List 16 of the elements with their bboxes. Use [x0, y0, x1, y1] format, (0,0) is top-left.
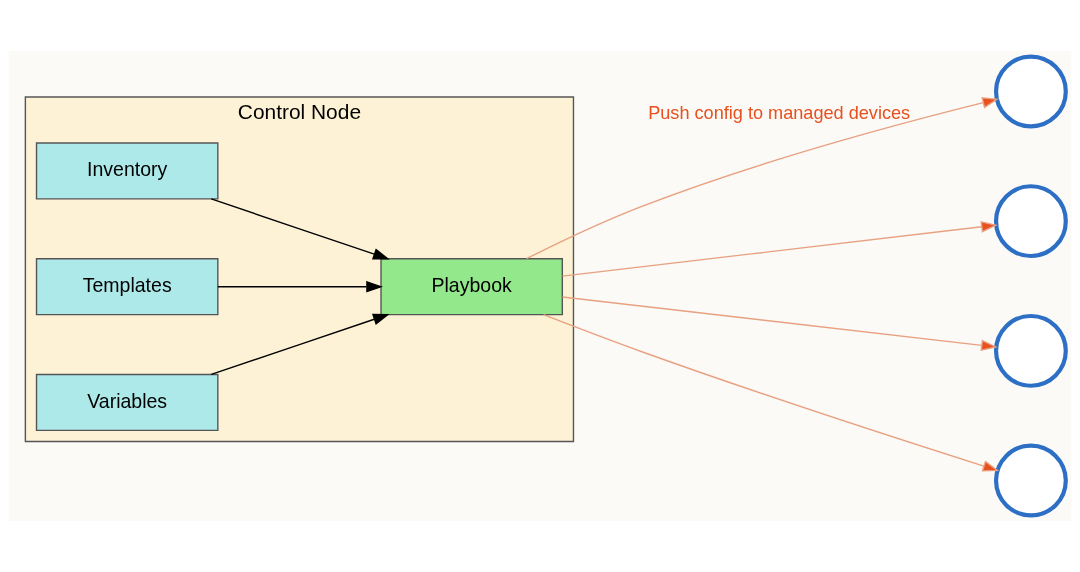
node-box: Templates — [35, 258, 219, 316]
edge-label: Push config to managed devices — [648, 102, 911, 123]
arrow — [542, 314, 1000, 472]
node-circle — [993, 313, 1068, 388]
arrow — [210, 313, 390, 376]
node-box: Variables — [35, 373, 219, 432]
arrow — [210, 198, 390, 260]
node-circle — [993, 443, 1068, 518]
node-circle — [993, 54, 1068, 129]
node-circle — [993, 184, 1068, 259]
node-box: Inventory — [35, 142, 219, 200]
arrow — [217, 280, 383, 293]
arrow — [561, 221, 998, 277]
arrow — [561, 296, 998, 352]
arrow — [525, 97, 999, 260]
node-box: Playbook — [380, 258, 563, 316]
